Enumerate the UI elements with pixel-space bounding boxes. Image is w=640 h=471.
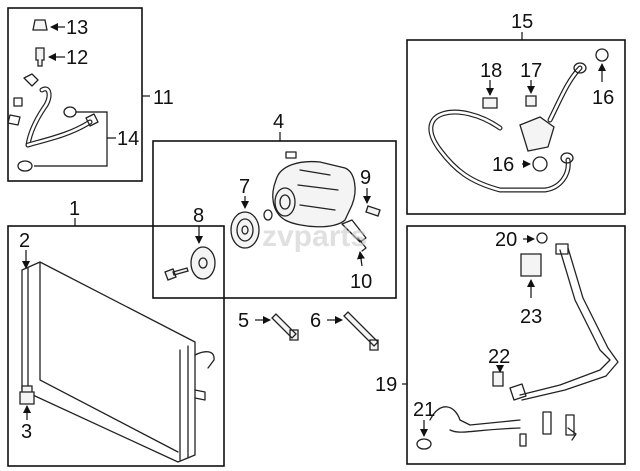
valve-part-12 [35, 47, 45, 67]
watermark: zvparts [262, 220, 367, 253]
callout-11: 11 [153, 87, 174, 109]
callout-21: 21 [413, 399, 435, 421]
pulley-part-8 [190, 246, 216, 280]
callout-7: 7 [239, 176, 250, 198]
callout-13: 13 [66, 17, 88, 39]
group-1-condenser [7, 218, 225, 467]
valve-part-17 [525, 95, 537, 107]
box-1 [7, 225, 225, 467]
callout-3: 3 [21, 421, 32, 443]
expansion-valve-part-23 [520, 253, 542, 277]
callout-22: 22 [488, 346, 510, 368]
callout-8: 8 [193, 205, 204, 227]
box-15 [406, 39, 626, 215]
bolts-5-6 [255, 311, 379, 351]
callout-14: 14 [117, 128, 139, 150]
callout-10: 10 [350, 271, 372, 293]
callout-1: 1 [69, 198, 80, 220]
group-4-compressor [152, 132, 397, 299]
callout-5: 5 [238, 310, 249, 332]
group-19-liquid-tube [402, 225, 626, 465]
callout-19: 19 [375, 374, 397, 396]
valve-part-10 [341, 219, 367, 252]
callout-15: 15 [511, 11, 533, 33]
condenser-core [21, 261, 196, 463]
callout-4: 4 [273, 111, 284, 133]
clutch-part-7 [230, 211, 260, 249]
callout-23: 23 [520, 306, 542, 328]
box-11 [7, 7, 143, 182]
group-15-suction-hose [406, 32, 626, 215]
callout-17: 17 [520, 60, 542, 82]
o-ring-20 [536, 232, 548, 244]
sensor-part-9 [365, 205, 381, 217]
valve-part-22 [492, 371, 504, 387]
cap-part-3 [19, 385, 35, 405]
o-ring-14b [17, 160, 33, 172]
o-ring-21 [416, 438, 432, 450]
callout-16-bottom: 16 [492, 154, 514, 176]
compressor-body [272, 160, 356, 228]
bolt-part-5 [271, 313, 299, 341]
callout-18: 18 [480, 60, 502, 82]
callout-12: 12 [66, 47, 88, 69]
callout-20: 20 [495, 229, 517, 251]
cap-part-18 [482, 97, 498, 109]
o-ring-16b [532, 156, 548, 172]
compressor-bolt [164, 267, 189, 281]
cap-part-13 [32, 19, 48, 31]
callout-16-top: 16 [592, 87, 614, 109]
liquid-tube-a [519, 249, 611, 396]
o-ring-16a [595, 48, 609, 62]
box-4 [152, 140, 397, 299]
o-ring-14a [63, 106, 77, 118]
group-11-discharge-hose [7, 7, 150, 182]
bolt-part-6 [343, 311, 379, 351]
callout-2: 2 [19, 230, 30, 252]
callout-9: 9 [360, 167, 371, 189]
box-19 [406, 225, 626, 465]
callout-6: 6 [310, 310, 321, 332]
callout-numbers: 13 12 11 14 4 7 8 9 10 1 2 3 5 6 15 18 1… [19, 11, 614, 443]
